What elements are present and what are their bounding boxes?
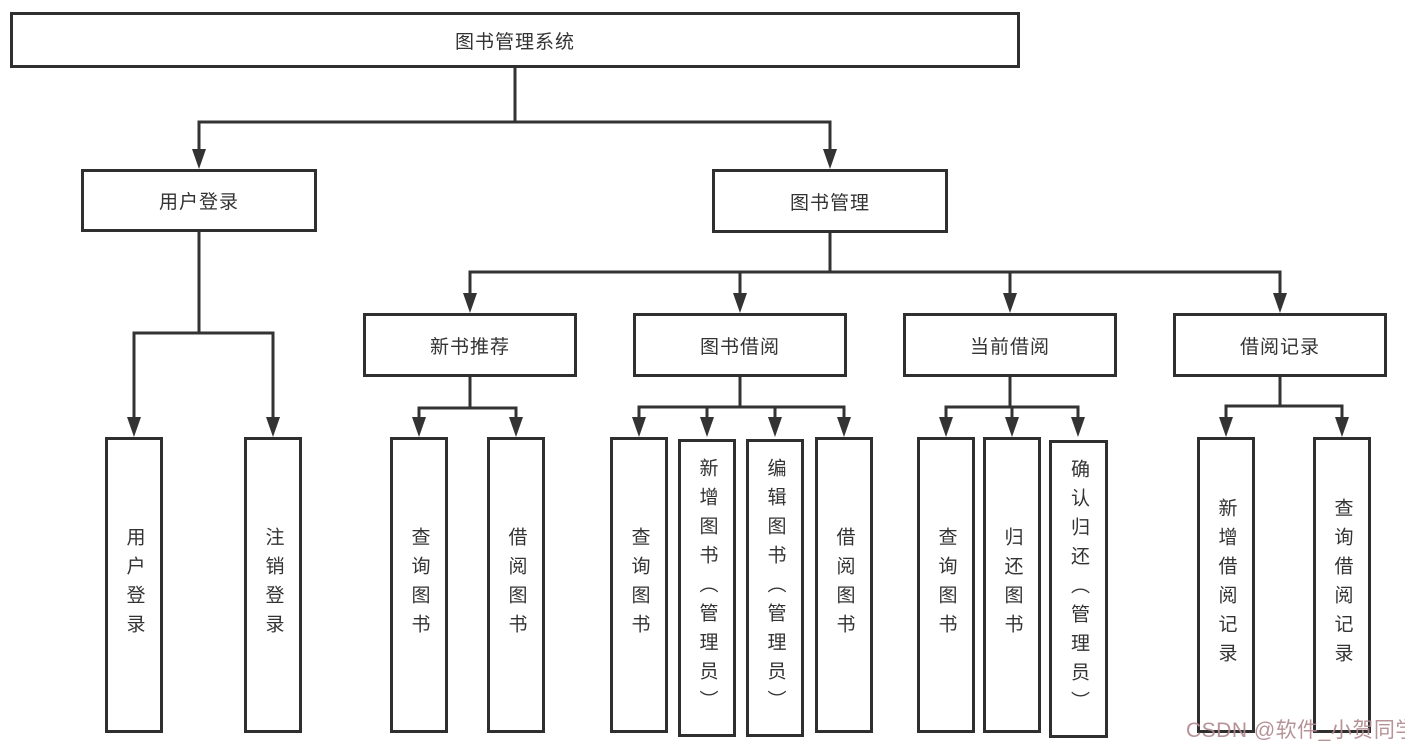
leaf-borrow-book: 借阅图书: [815, 437, 873, 733]
leaf-current-query: 查询图书: [917, 437, 975, 733]
node-root-system: 图书管理系统: [10, 12, 1020, 68]
leaf-borrow-book-label: 借阅图书: [833, 527, 855, 643]
node-section-current-borrow-label: 当前借阅: [969, 336, 1050, 358]
leaf-borrow-edit-admin: 编辑图书（管理员）: [746, 439, 804, 737]
node-root-label: 图书管理系统: [454, 31, 575, 53]
leaf-borrow-add-admin-label: 新增图书（管理员）: [696, 457, 718, 719]
node-user-login-branch: 用户登录: [81, 169, 317, 232]
leaf-current-confirm-admin: 确认归还（管理员）: [1049, 440, 1108, 738]
leaf-current-query-label: 查询图书: [935, 527, 957, 643]
node-section-current-borrow: 当前借阅: [903, 313, 1117, 377]
leaf-current-return: 归还图书: [983, 437, 1041, 733]
node-section-book-borrow-label: 图书借阅: [699, 336, 780, 358]
leaf-newbook-borrow: 借阅图书: [487, 437, 545, 733]
node-section-new-book-label: 新书推荐: [429, 336, 510, 358]
leaf-current-return-label: 归还图书: [1001, 527, 1023, 643]
leaf-newbook-borrow-label: 借阅图书: [505, 527, 527, 643]
leaf-user-login-label: 用户登录: [123, 527, 145, 643]
leaf-logout-label: 注销登录: [262, 527, 284, 643]
leaf-record-add-label: 新增借阅记录: [1215, 498, 1237, 672]
node-section-book-borrow: 图书借阅: [633, 313, 847, 377]
leaf-logout: 注销登录: [244, 437, 302, 733]
csdn-watermark: CSDN @软件_小贺同学: [1186, 719, 1405, 742]
node-book-management-branch: 图书管理: [712, 169, 948, 233]
leaf-borrow-add-admin: 新增图书（管理员）: [678, 439, 736, 737]
node-user-login-label: 用户登录: [158, 192, 239, 213]
leaf-newbook-query-label: 查询图书: [408, 527, 430, 643]
leaf-borrow-edit-admin-label: 编辑图书（管理员）: [764, 457, 786, 719]
leaf-record-query: 查询借阅记录: [1313, 437, 1371, 733]
leaf-current-confirm-admin-label: 确认归还（管理员）: [1068, 458, 1089, 720]
leaf-borrow-query-label: 查询图书: [628, 527, 650, 643]
leaf-user-login: 用户登录: [105, 437, 163, 733]
leaf-record-add: 新增借阅记录: [1197, 437, 1255, 733]
node-section-new-book: 新书推荐: [363, 313, 577, 377]
leaf-newbook-query: 查询图书: [390, 437, 448, 733]
node-book-management-label: 图书管理: [789, 192, 870, 214]
leaf-borrow-query: 查询图书: [610, 437, 668, 733]
node-section-borrow-record: 借阅记录: [1173, 313, 1387, 377]
leaf-record-query-label: 查询借阅记录: [1331, 498, 1353, 672]
node-section-borrow-record-label: 借阅记录: [1239, 336, 1320, 358]
